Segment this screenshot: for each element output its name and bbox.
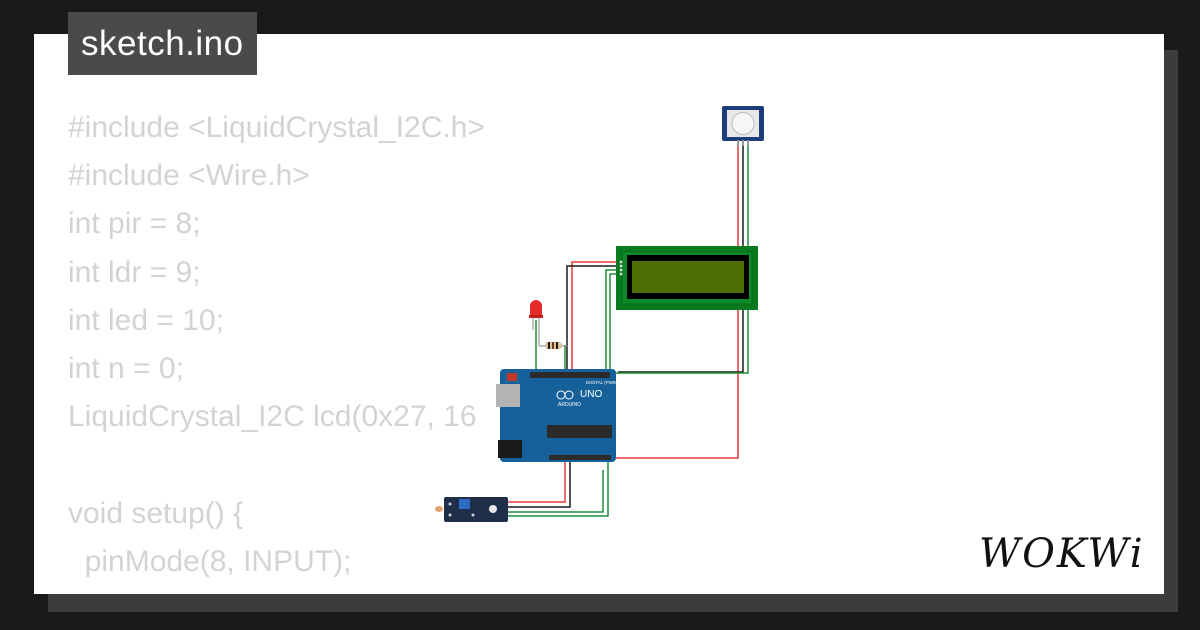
wire-green [612, 140, 749, 374]
code-line: pinMode(8, INPUT); [68, 544, 352, 578]
board-brand: ARDUINO [558, 402, 581, 408]
code-line: int ldr = 9; [68, 255, 201, 289]
wokwi-logo: WOKWi [979, 531, 1145, 577]
code-line: pinMode(9, INPUT); [68, 586, 485, 594]
board-model: UNO [580, 389, 602, 400]
red-led[interactable] [529, 300, 543, 346]
wire-green [605, 269, 620, 372]
wire-green [508, 470, 604, 513]
digital-pins-label: DIGITAL (PWM~) [586, 380, 621, 385]
wire-green [508, 462, 609, 517]
arduino-uno[interactable]: DIGITAL (PWM~) ARDUINO UNO [496, 369, 621, 462]
code-line: LiquidCrystal_I2C lcd(0x27, 16 [68, 400, 477, 434]
code-line: void setup() { [68, 496, 244, 530]
pir-motion-sensor[interactable] [722, 106, 764, 146]
file-name-tab: sketch.ino [68, 12, 257, 75]
photoresistor-module[interactable] [435, 497, 508, 522]
lcd-display[interactable] [616, 246, 758, 310]
resistor[interactable] [539, 342, 568, 349]
code-line: #include <LiquidCrystal_I2C.h> [68, 111, 485, 144]
code-line: int pir = 8; [68, 207, 201, 241]
wire-black [618, 140, 744, 373]
preview-card: #include <LiquidCrystal_I2C.h> #include <… [34, 34, 1164, 594]
code-line: int n = 0; [68, 351, 184, 385]
wire-black [508, 462, 571, 508]
code-line: int led = 10; [68, 303, 224, 337]
code-editor: #include <LiquidCrystal_I2C.h> #include <… [68, 104, 485, 594]
wire-red [508, 458, 566, 503]
wokwi-logo-text: WOKWi [979, 531, 1145, 577]
code-line: #include <Wire.h> [68, 159, 310, 193]
